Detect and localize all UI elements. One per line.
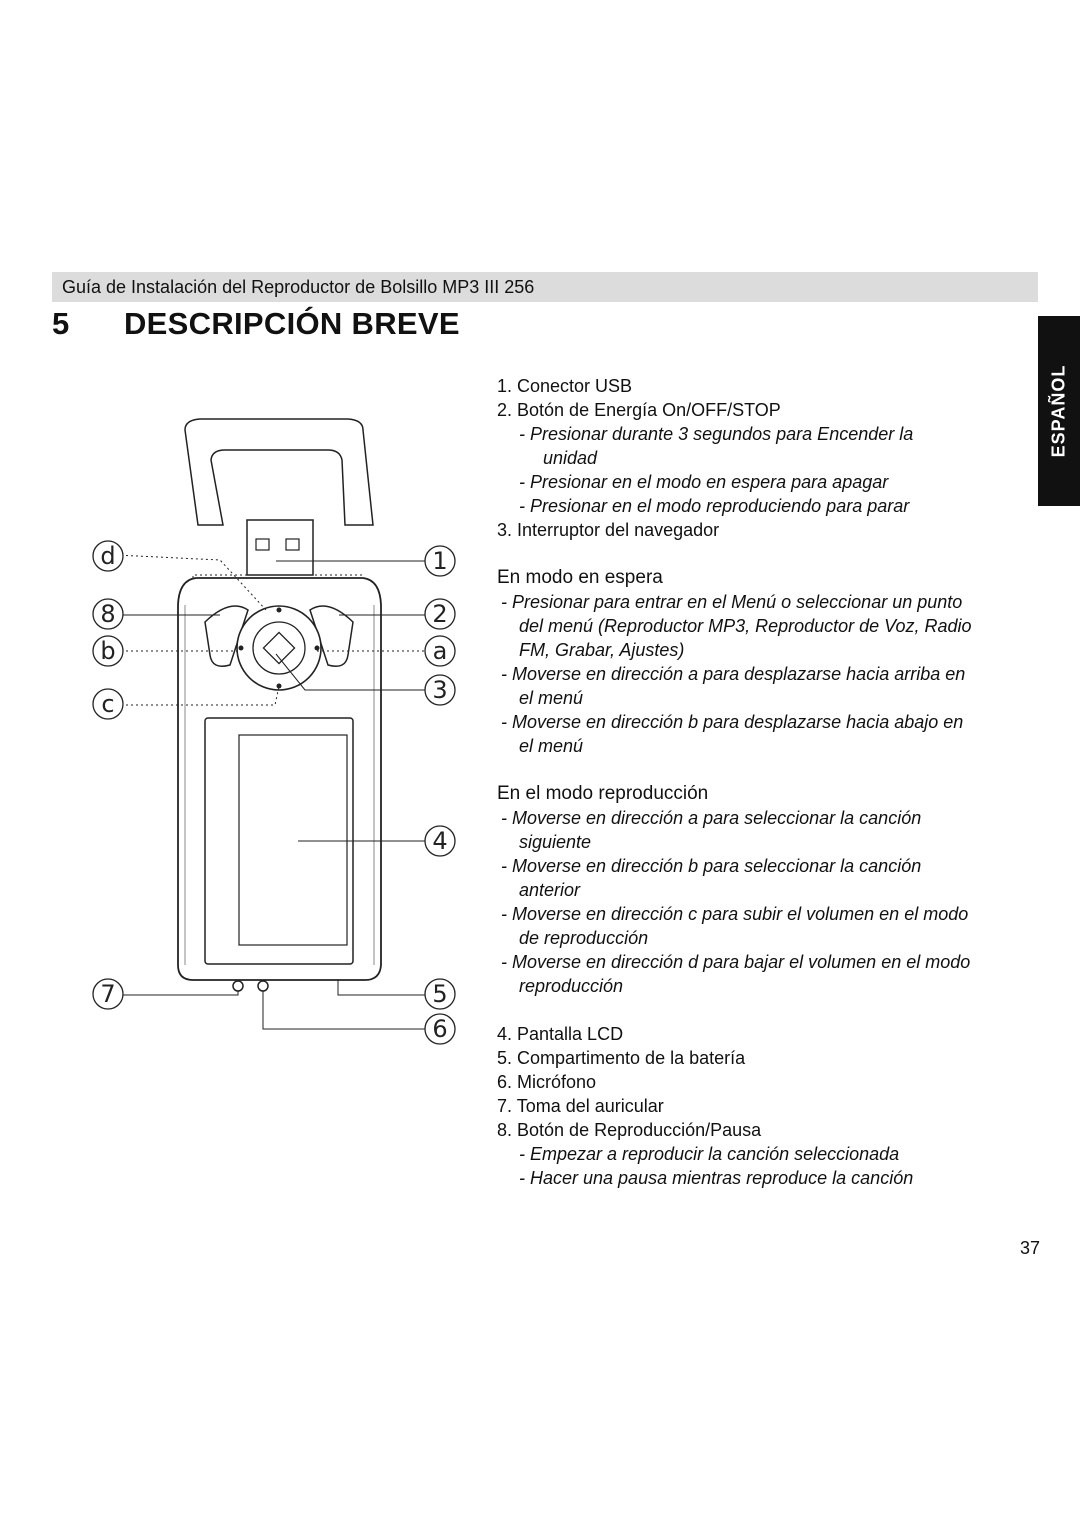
list-subitem-continuation: de reproducción xyxy=(519,928,649,948)
list-subitem-continuation: el menú xyxy=(519,688,584,708)
navigator-center xyxy=(262,631,296,665)
list-subitem: - Moverse en dirección b para selecciona… xyxy=(501,856,922,876)
callout-8: 8 xyxy=(100,600,115,628)
callout-2: 2 xyxy=(432,600,447,628)
callout-a: a xyxy=(433,637,448,665)
list-subitem-continuation: del menú (Reproductor MP3, Reproductor d… xyxy=(519,616,972,636)
list-item: 3. Interruptor del navegador xyxy=(497,520,720,540)
callout-4: 4 xyxy=(432,827,447,855)
list-item: 5. Compartimento de la batería xyxy=(497,1048,746,1068)
list-subitem: - Hacer una pausa mientras reproduce la … xyxy=(519,1168,914,1188)
list-subitem-continuation: FM, Grabar, Ajustes) xyxy=(519,640,685,660)
list-subitem-continuation: anterior xyxy=(519,880,581,900)
list-item: 4. Pantalla LCD xyxy=(497,1024,624,1044)
description-text: 1. Conector USB 2. Botón de Energía On/O… xyxy=(497,374,1042,1190)
language-tab-label: ESPAÑOL xyxy=(1048,364,1069,458)
list-subitem: - Moverse en dirección d para bajar el v… xyxy=(501,952,971,972)
standby-heading: En modo en espera xyxy=(497,567,663,588)
usb-contact xyxy=(255,538,270,551)
list-subitem: - Presionar para entrar en el Menú o sel… xyxy=(501,592,963,612)
list-subitem: - Moverse en dirección a para desplazars… xyxy=(501,664,966,684)
playback-heading: En el modo reproducción xyxy=(497,783,709,804)
list-subitem: - Moverse en dirección a para selecciona… xyxy=(501,808,922,828)
list-subitem: - Moverse en dirección c para subir el v… xyxy=(501,904,969,924)
device-clip xyxy=(184,418,374,526)
microphone-hole xyxy=(257,980,269,992)
list-subitem-continuation: siguiente xyxy=(519,832,592,852)
list-subitem: - Presionar en el modo reproduciendo par… xyxy=(519,496,910,516)
component-list-2: 4. Pantalla LCD 5. Compartimento de la b… xyxy=(497,1022,1042,1190)
list-subitem: - Moverse en dirección b para desplazars… xyxy=(501,712,964,732)
lcd-screen xyxy=(238,734,348,946)
list-subitem-continuation: el menú xyxy=(519,736,584,756)
running-header: Guía de Instalación del Reproductor de B… xyxy=(52,272,1038,302)
list-item: 8. Botón de Reproducción/Pausa xyxy=(497,1120,762,1140)
callout-b: b xyxy=(100,637,115,665)
page-number: 37 xyxy=(1020,1238,1041,1258)
standby-list: - Presionar para entrar en el Menú o sel… xyxy=(497,590,1042,758)
section-number: 5 xyxy=(52,306,70,341)
list-subitem: - Presionar en el modo en espera para ap… xyxy=(519,472,889,492)
callout-6: 6 xyxy=(432,1015,447,1043)
list-item: 1. Conector USB xyxy=(497,376,633,396)
section-title-text: DESCRIPCIÓN BREVE xyxy=(124,306,460,341)
list-item: 6. Micrófono xyxy=(497,1072,597,1092)
device-diagram: d 8 b c 7 1 2 a 3 4 5 6 xyxy=(92,418,456,1045)
playback-list: - Moverse en dirección a para selecciona… xyxy=(497,806,1042,998)
callout-3: 3 xyxy=(432,676,447,704)
play-pause-button xyxy=(204,605,249,667)
callout-c: c xyxy=(101,690,114,718)
list-subitem: - Presionar durante 3 segundos para Ence… xyxy=(519,424,914,444)
callout-1: 1 xyxy=(432,547,447,575)
headphone-jack xyxy=(232,980,244,992)
list-subitem-continuation: unidad xyxy=(543,448,598,468)
list-item: 2. Botón de Energía On/OFF/STOP xyxy=(497,400,781,420)
usb-contact xyxy=(285,538,300,551)
list-item: 7. Toma del auricular xyxy=(497,1096,664,1116)
callout-5: 5 xyxy=(432,980,447,1008)
list-subitem: - Empezar a reproducir la canción selecc… xyxy=(519,1144,900,1164)
language-tab: ESPAÑOL xyxy=(1038,316,1080,506)
callout-d: d xyxy=(100,542,115,570)
callout-7: 7 xyxy=(100,980,115,1008)
section-title: 5 DESCRIPCIÓN BREVE xyxy=(52,306,460,342)
list-subitem-continuation: reproducción xyxy=(519,976,624,996)
component-list-1: 1. Conector USB 2. Botón de Energía On/O… xyxy=(497,374,1042,542)
